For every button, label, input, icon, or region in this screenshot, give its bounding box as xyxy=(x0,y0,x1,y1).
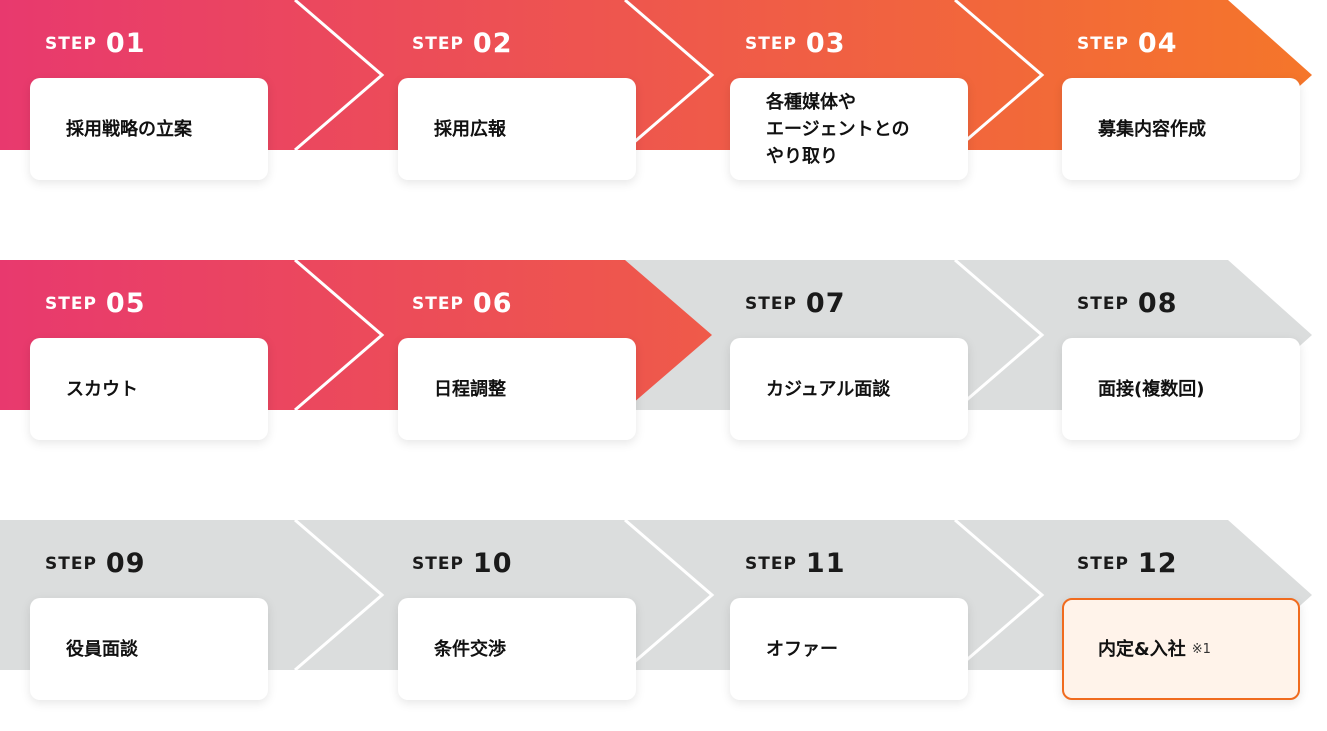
flow-row-3 xyxy=(0,520,1327,670)
row-1-gradient-band xyxy=(0,0,1312,150)
chevron-divider xyxy=(294,0,385,150)
step-11-card: オファー xyxy=(730,598,968,700)
step-10-card: 条件交渉 xyxy=(398,598,636,700)
step-08-card: 面接(複数回) xyxy=(1062,338,1300,440)
row-3-gray-band xyxy=(0,520,1312,670)
step-02-card: 採用広報 xyxy=(398,78,636,180)
row-3-arrows xyxy=(0,520,1312,670)
chevron-divider xyxy=(624,0,715,150)
step-05-card: スカウト xyxy=(30,338,268,440)
step-04-card: 募集内容作成 xyxy=(1062,78,1300,180)
chevron-divider xyxy=(954,520,1045,670)
chevron-divider xyxy=(954,260,1045,410)
step-12-card: 内定&入社※1 xyxy=(1062,598,1300,700)
step-09-card: 役員面談 xyxy=(30,598,268,700)
chevron-divider xyxy=(954,0,1045,150)
step-01-card: 採用戦略の立案 xyxy=(30,78,268,180)
flow-row-1 xyxy=(0,0,1327,150)
row-1-arrows xyxy=(0,0,1312,150)
chevron-divider xyxy=(624,520,715,670)
chevron-divider xyxy=(294,520,385,670)
chevron-divider xyxy=(294,260,385,410)
step-07-card: カジュアル面談 xyxy=(730,338,968,440)
footnote-marker: ※1 xyxy=(1191,641,1211,657)
step-06-card: 日程調整 xyxy=(398,338,636,440)
step-03-card: 各種媒体や エージェントとの やり取り xyxy=(730,78,968,180)
